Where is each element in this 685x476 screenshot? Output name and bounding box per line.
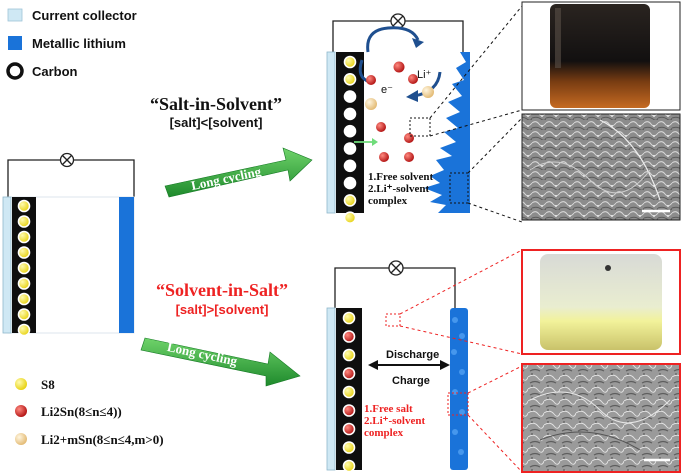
legend-metallic-lithium-label: Metallic lithium — [32, 36, 126, 51]
bottom-legend: S8 Li2Sn(8≤n≤4)) Li2+mSn(8≤n≤4,m>0) — [15, 377, 164, 447]
top-note-line1: 1.Free solvent — [368, 171, 434, 183]
cathode-particle — [342, 330, 356, 343]
cathode-particle — [343, 211, 357, 224]
s8-particle — [17, 308, 31, 321]
cathode-particle — [342, 311, 356, 325]
curved-arrow-top — [366, 26, 420, 53]
cathode-particle — [343, 107, 357, 121]
s8-particles — [17, 199, 31, 337]
polysulfide-particle — [366, 75, 376, 85]
cathode-particle — [342, 385, 356, 399]
top-note-line3: complex — [368, 195, 408, 207]
carbon-swatch — [6, 62, 24, 80]
bottom-cell: Discharge Charge 1.Free salt 2.Li⁺-solve… — [326, 260, 469, 473]
bottom-switch-icon — [388, 260, 404, 276]
cathode-particle — [342, 459, 356, 473]
polysulfide-particle — [379, 152, 389, 162]
lithium-anode — [119, 197, 134, 333]
legend-li2sn-label: Li2Sn(8≤n≤4)) — [41, 404, 122, 419]
initial-cell — [2, 152, 135, 337]
bottom-sem-image — [521, 363, 681, 473]
cathode-particle — [342, 441, 356, 454]
s8-particle — [17, 323, 31, 337]
s8-particle — [17, 246, 31, 259]
arrow-top-long-cycling: Long cycling — [164, 147, 313, 198]
charge-label: Charge — [392, 375, 430, 387]
legend-li2msn-label: Li2+mSn(8≤n≤4,m>0) — [41, 432, 164, 447]
top-electrolyte-particles — [365, 61, 434, 162]
metallic-lithium-swatch — [8, 36, 22, 50]
legend-s8-label: S8 — [41, 377, 55, 392]
bottom-current-collector — [326, 307, 336, 471]
switch-icon — [59, 152, 75, 168]
arrow-bottom-long-cycling: Long cycling — [140, 337, 301, 387]
s8-particle — [17, 199, 31, 213]
cathode-particle — [343, 73, 357, 86]
top-vial-photo — [521, 1, 681, 111]
legend-current-collector-label: Current collector — [32, 8, 137, 23]
li2msn-dot-icon — [15, 433, 27, 445]
bottom-zoom-box-electrolyte — [385, 313, 401, 327]
cathode-particle — [343, 55, 357, 69]
cathode-particle — [342, 422, 356, 436]
salt-in-solvent-subtitle: [salt]<[solvent] — [170, 115, 263, 130]
top-sem-image — [521, 113, 681, 221]
top-current-collector — [326, 51, 336, 214]
bottom-lithium-anode — [450, 308, 468, 470]
bottom-zoom-box-anode — [447, 392, 469, 416]
bottom-cathode-particles — [342, 311, 356, 473]
polysulfide-particle — [404, 133, 414, 143]
cathode-particle — [343, 194, 357, 207]
top-cell: e⁻ Li⁺ 1.Free solvent 2.Li⁺-solvent comp… — [326, 13, 470, 224]
bottom-note-line3: complex — [364, 427, 404, 439]
bottom-note-line1: 1.Free salt — [364, 403, 413, 415]
cathode-particle — [343, 124, 357, 138]
li-ion-label: Li⁺ — [417, 69, 432, 81]
legend-carbon-label: Carbon — [32, 64, 78, 79]
top-note-line2: 2.Li⁺-solvent — [368, 183, 429, 195]
solvent-in-salt-subtitle: [salt]>[solvent] — [176, 302, 269, 317]
cathode-particle — [342, 404, 356, 417]
li2sn-dot-icon — [15, 405, 27, 417]
bottom-connectors — [399, 249, 523, 473]
s8-particle — [17, 215, 31, 228]
s8-particle — [17, 277, 31, 290]
bottom-note-line2: 2.Li⁺-solvent — [364, 415, 425, 427]
cathode-particle — [342, 367, 356, 380]
cathode-particle — [342, 348, 356, 362]
dark-electrolyte-vial — [550, 4, 650, 108]
top-connectors — [429, 5, 523, 223]
top-switch-icon — [390, 13, 406, 29]
light-electrolyte-vial — [540, 254, 662, 350]
current-collector-swatch — [7, 8, 23, 22]
polysulfide-particle — [393, 61, 405, 73]
discharge-label: Discharge — [386, 349, 439, 361]
lithiated-particle — [365, 98, 377, 110]
polysulfide-particle — [376, 122, 386, 132]
top-cathode-particles — [343, 55, 357, 224]
cathode-particle — [343, 142, 357, 155]
polysulfide-particle — [404, 152, 414, 162]
bottom-vial-photo — [521, 249, 681, 355]
s8-dot-icon — [15, 378, 27, 390]
top-zoom-box-electrolyte — [409, 117, 431, 137]
solvent-in-salt-title: “Solvent-in-Salt” — [156, 280, 288, 300]
s8-particle — [17, 230, 31, 244]
cathode-particle — [343, 159, 357, 173]
polysulfide-particle — [408, 74, 418, 84]
lithiated-particle — [422, 86, 434, 98]
arrow-bottom-label: Long cycling — [166, 339, 239, 369]
s8-particle — [17, 261, 31, 275]
arrow-top-label: Long cycling — [190, 164, 263, 194]
s8-particle — [17, 292, 31, 306]
cathode-particle — [343, 176, 357, 190]
top-legend: Current collector Metallic lithium Carbo… — [6, 8, 137, 80]
top-zoom-box-anode — [449, 172, 469, 204]
salt-in-solvent-title: “Salt-in-Solvent” — [150, 94, 282, 114]
electron-label: e⁻ — [381, 84, 393, 96]
cathode-particle — [343, 90, 357, 103]
current-collector — [2, 196, 12, 334]
